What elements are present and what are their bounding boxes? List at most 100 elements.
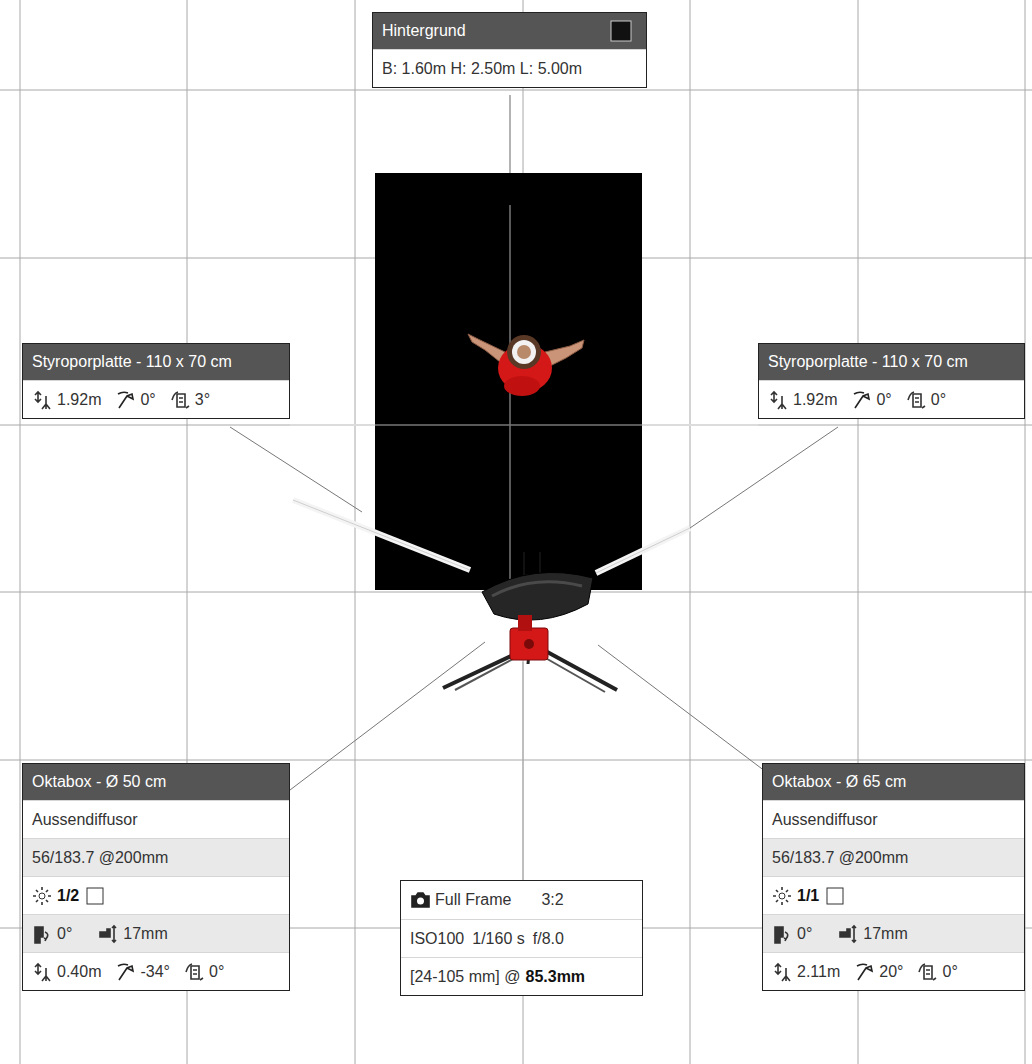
- background-paper: [375, 173, 642, 590]
- stand-icon: [32, 390, 52, 410]
- panel-title: Hintergrund: [382, 22, 466, 40]
- setting-value: 0°: [942, 963, 957, 981]
- setting-value: Aussendiffusor: [32, 811, 138, 829]
- leader-line: [523, 662, 524, 880]
- panel-row: 0°17mm: [23, 914, 289, 952]
- icon-stroke: [177, 394, 185, 407]
- icon-stroke: [913, 394, 921, 407]
- model-figure: [468, 334, 584, 396]
- octabox-light: [443, 552, 617, 692]
- icon-stroke: [33, 887, 51, 905]
- model-head: [512, 340, 536, 364]
- panel-header: Oktabox - Ø 65 cm: [763, 764, 1024, 800]
- setting-value: 0°: [57, 925, 72, 943]
- panel-row: 1.92m0°3°: [23, 380, 289, 418]
- icon-stroke: [782, 968, 790, 981]
- panel-row: 0.40m-34°0°: [23, 952, 289, 990]
- setting-value: 85.3mm: [526, 968, 586, 986]
- panel-row: 0° 17mm: [763, 914, 1024, 952]
- icon-stroke: [855, 394, 869, 408]
- panel-title: Oktabox - Ø 50 cm: [32, 773, 166, 791]
- grid-line: [0, 90, 1032, 91]
- rot-icon: [772, 924, 792, 944]
- setting-value: Full Frame: [435, 891, 511, 909]
- icon-stroke: [775, 964, 781, 974]
- styrofoam-panel: [293, 500, 470, 570]
- icon-stroke: [412, 893, 429, 907]
- icon-stroke: [784, 932, 788, 941]
- tilt-icon: [851, 390, 871, 410]
- icon-stroke: [118, 392, 128, 394]
- icon-stroke: [186, 964, 203, 980]
- setting-value: 56/183.7 @200mm: [32, 849, 168, 867]
- icon-stroke: [915, 398, 919, 402]
- setting-value: 0°: [797, 925, 812, 943]
- styrofoam-panel: [596, 528, 690, 573]
- icon-stroke: [179, 398, 183, 402]
- panel-row: 56/183.7 @200mm: [23, 838, 289, 876]
- icon-stroke: [926, 970, 930, 974]
- light-panel: Oktabox - Ø 50 cm Aussendiffusor 56/183.7 …: [22, 763, 290, 991]
- roll-icon: [170, 390, 190, 410]
- icon-stroke: [191, 966, 199, 979]
- setting-value: 3:2: [541, 891, 563, 909]
- model-head: [517, 345, 531, 359]
- styrofoam-panel: [596, 528, 690, 573]
- setting-value: 0°: [876, 391, 891, 409]
- light-panel: Styroporplatte - 110 x 70 cm1.92m0°3°: [22, 343, 290, 419]
- tilt-icon: [854, 962, 874, 982]
- icon-stroke: [779, 893, 785, 899]
- tilt-icon: [115, 390, 135, 410]
- roll-icon: [917, 962, 937, 982]
- panel-row: 2.11m 20° 0°: [763, 952, 1024, 990]
- setting-value: B: 1.60m H: 2.50m L: 5.00m: [382, 60, 582, 78]
- setting-value: 56/183.7 @200mm: [772, 849, 908, 867]
- panel-header: Styroporplatte - 110 x 70 cm: [759, 344, 1024, 380]
- stand-icon: [768, 390, 788, 410]
- setting-value: f/8.0: [533, 930, 564, 948]
- roll-icon: [906, 390, 926, 410]
- stand-icon: [772, 962, 792, 982]
- panel-row: Aussendiffusor: [763, 800, 1024, 838]
- square-icon: [825, 886, 845, 906]
- setting-value: 1/2: [57, 887, 79, 905]
- setting-value: 1/160 s: [472, 930, 524, 948]
- icon-stroke: [771, 392, 777, 402]
- setting-value: 2.11m: [797, 963, 840, 981]
- icon-stroke: [119, 966, 133, 980]
- panel-row: 1/1: [763, 876, 1024, 914]
- panel-row: ISO1001/160 sf/8.0: [401, 919, 642, 957]
- grid-line: [355, 0, 356, 1064]
- setting-value: 20°: [879, 963, 903, 981]
- grid-line: [0, 425, 1032, 426]
- square-icon: [85, 886, 105, 906]
- icon-stroke: [857, 964, 867, 966]
- checkbox: [827, 888, 843, 904]
- panel-row: Aussendiffusor: [23, 800, 289, 838]
- setting-value: 1.92m: [793, 391, 837, 409]
- setting-value: 3°: [195, 391, 210, 409]
- icon-stroke: [852, 926, 856, 942]
- background-axis: [375, 424, 642, 426]
- panel-row: 56/183.7 @200mm: [763, 838, 1024, 876]
- icon-stroke: [417, 898, 424, 905]
- tilt-icon: [115, 962, 135, 982]
- leader-line: [642, 424, 758, 426]
- icon-stroke: [35, 392, 41, 402]
- tripod-leg: [540, 648, 617, 690]
- octabox-shape: [492, 582, 582, 596]
- icon-stroke: [924, 966, 932, 979]
- panel-title: Styroporplatte - 110 x 70 cm: [768, 353, 968, 371]
- icon-stroke: [773, 887, 791, 905]
- setting-value: 17mm: [863, 925, 907, 943]
- styrofoam-panel: [293, 500, 470, 570]
- icon-stroke: [44, 932, 48, 941]
- icon-stroke: [172, 392, 189, 408]
- icon-stroke: [39, 893, 45, 899]
- light-stand-head: [518, 615, 532, 631]
- icon-stroke: [119, 394, 133, 408]
- zoom-icon: [838, 924, 858, 944]
- setting-value: 0.40m: [57, 963, 101, 981]
- light-stand-head: [510, 628, 548, 660]
